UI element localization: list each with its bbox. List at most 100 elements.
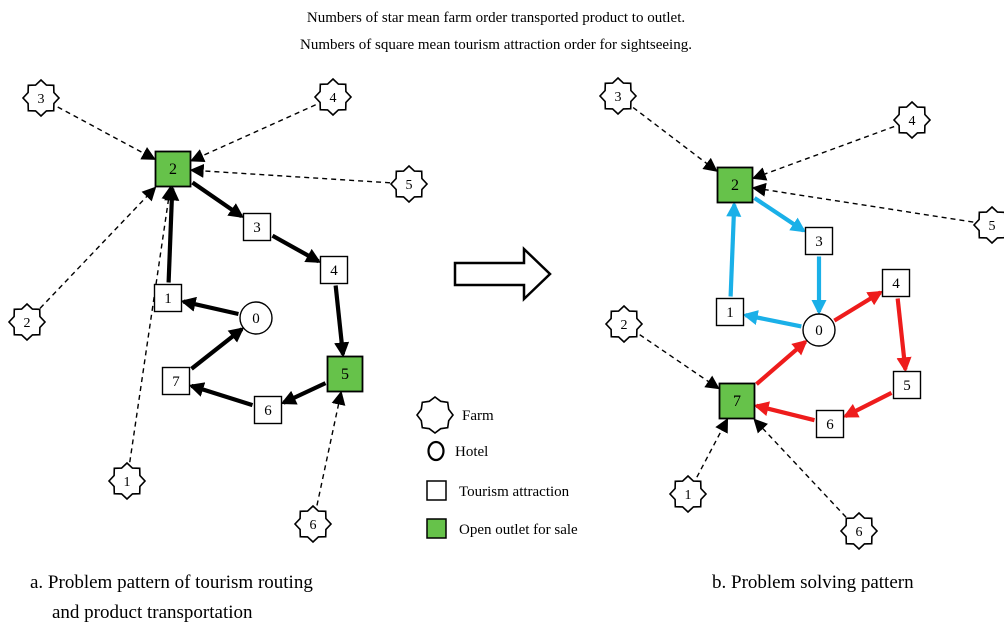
farm-label: 3 — [615, 90, 622, 105]
route-edge-4-to-5 — [333, 285, 350, 358]
attraction-label: 5 — [903, 378, 911, 394]
farm-star-icon — [107, 461, 147, 501]
attraction-square-icon — [426, 480, 447, 501]
farm-link-6-to-5 — [316, 390, 346, 506]
attraction-label: 4 — [892, 276, 900, 292]
route-edge-5-to-6 — [842, 390, 893, 419]
farm-link-1-to-2 — [129, 185, 176, 463]
farm-node-2: 2 — [604, 304, 644, 344]
farm-label: 2 — [621, 318, 628, 333]
attraction-node-7: 7 — [161, 366, 191, 396]
farm-label: 5 — [406, 178, 413, 193]
route-edge-0-to-1 — [742, 310, 802, 329]
farm-label: 1 — [685, 488, 692, 503]
attraction-square — [804, 226, 834, 256]
farm-label: 6 — [856, 525, 863, 540]
attraction-square — [253, 395, 283, 425]
attraction-square — [242, 212, 272, 242]
farm-star-icon — [598, 76, 638, 116]
legend: Farm Hotel Tourism attraction Open outle… — [415, 395, 578, 539]
attraction-label: 6 — [264, 403, 272, 419]
attraction-label: 3 — [253, 220, 261, 236]
outlet-square-icon — [426, 518, 447, 539]
attraction-square — [881, 268, 911, 298]
attraction-node-1: 1 — [715, 297, 745, 327]
farm-node-2: 2 — [7, 302, 47, 342]
legend-hotel-item: Hotel — [427, 440, 488, 462]
route-edge-2-to-3 — [753, 196, 807, 233]
route-edge-7-to-0 — [755, 339, 808, 386]
farm-star-icon — [313, 77, 353, 117]
farm-link-2-to-2 — [39, 186, 157, 309]
farm-link-6-to-7 — [753, 418, 847, 518]
attraction-square — [319, 255, 349, 285]
panel-a-caption-line-1: a. Problem pattern of tourism routing — [30, 572, 313, 593]
hotel-circle-icon — [427, 440, 445, 462]
panel-b-caption-line-1: b. Problem solving pattern — [712, 572, 914, 593]
farm-link-1-to-7 — [696, 418, 729, 478]
attraction-node-3: 3 — [804, 226, 834, 256]
farm-node-5: 5 — [389, 164, 429, 204]
attraction-label: 5 — [341, 366, 349, 383]
attraction-node-4: 4 — [319, 255, 349, 285]
farm-star-icon — [21, 78, 61, 118]
farm-label: 5 — [989, 219, 996, 234]
farm-label: 4 — [909, 114, 916, 129]
farm-links — [39, 104, 391, 506]
farm-links — [632, 106, 974, 518]
farm-label: 6 — [310, 518, 317, 533]
attraction-label: 7 — [733, 393, 741, 410]
farm-star-icon — [839, 511, 879, 551]
outlet-square — [154, 150, 192, 188]
farm-link-4-to-2 — [751, 125, 895, 181]
hotel-label: 0 — [815, 323, 823, 339]
attraction-node-5: 5 — [892, 370, 922, 400]
attraction-label: 3 — [815, 234, 823, 250]
farm-node-3: 3 — [598, 76, 638, 116]
farm-node-1: 1 — [107, 461, 147, 501]
panel-a-caption-line-2: and product transportation — [52, 602, 253, 623]
attraction-label: 7 — [172, 374, 180, 390]
header-line-2: Numbers of square mean tourism attractio… — [300, 37, 692, 53]
header-line-1: Numbers of star mean farm order transpor… — [307, 10, 685, 26]
hotel-node: 0 — [239, 301, 273, 335]
farm-label: 4 — [330, 91, 337, 106]
route-edge-7-to-0 — [190, 327, 245, 371]
attraction-square — [892, 370, 922, 400]
attraction-node-4: 4 — [881, 268, 911, 298]
hotel-circle — [239, 301, 273, 335]
farm-label: 3 — [38, 92, 45, 107]
farm-label: 1 — [124, 475, 131, 490]
farm-link-5-to-2 — [189, 163, 391, 184]
attraction-label: 6 — [826, 417, 834, 433]
farm-link-2-to-7 — [639, 334, 720, 390]
outlet-node-2: 2 — [154, 150, 192, 188]
attraction-node-6: 6 — [253, 395, 283, 425]
panel-a: 0 1 2 3 4 5 6 7 1 2 3 4 5 6 — [7, 77, 429, 544]
attraction-square — [161, 366, 191, 396]
attraction-label: 1 — [726, 305, 734, 321]
farm-star-icon — [892, 100, 932, 140]
outlet-node-2: 2 — [716, 166, 754, 204]
route-edge-3-to-4 — [271, 233, 322, 264]
outlet-square — [326, 355, 364, 393]
route-edge-0-to-1 — [180, 296, 239, 317]
farm-link-3-to-2 — [57, 106, 156, 160]
farm-node-1: 1 — [668, 474, 708, 514]
legend-attraction-label: Tourism attraction — [459, 484, 570, 500]
attraction-label: 2 — [169, 161, 177, 178]
farm-star-icon — [415, 395, 455, 435]
farm-star-icon — [668, 474, 708, 514]
farm-label: 2 — [24, 316, 31, 331]
farm-star-icon — [604, 304, 644, 344]
legend-outlet-item: Open outlet for sale — [426, 518, 578, 539]
farm-star-icon — [293, 504, 333, 544]
farm-star-icon — [389, 164, 429, 204]
route-edge-2-to-3 — [191, 180, 244, 219]
legend-attraction-item: Tourism attraction — [426, 480, 570, 501]
attraction-square — [715, 297, 745, 327]
route-edge-0-to-4 — [833, 290, 884, 323]
attraction-node-1: 1 — [153, 283, 183, 313]
farm-node-4: 4 — [892, 100, 932, 140]
route-edge-4-to-5 — [895, 298, 912, 373]
